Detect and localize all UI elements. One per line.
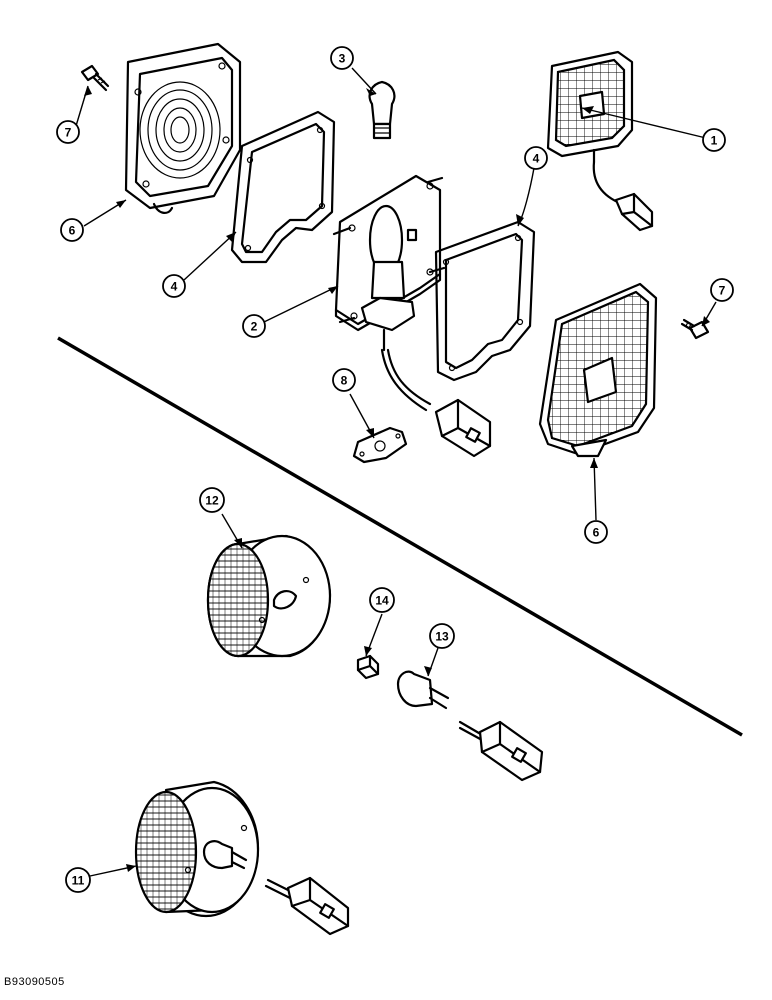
- callout-6-left-label: 6: [69, 224, 76, 238]
- callout-7-left: 7: [56, 120, 80, 144]
- callout-4-left-label: 4: [171, 280, 178, 294]
- connector-upper: [434, 398, 492, 458]
- callout-2: 2: [242, 314, 266, 338]
- callout-3: 3: [330, 46, 354, 70]
- callout-2-label: 2: [251, 320, 258, 334]
- socket: [396, 670, 450, 710]
- callout-1-label: 1: [711, 134, 718, 148]
- callout-12-label: 12: [205, 494, 219, 508]
- callout-8-label: 8: [341, 374, 348, 388]
- callout-4-right-label: 4: [533, 152, 540, 166]
- callout-13-label: 13: [435, 630, 449, 644]
- connector-middle: [458, 720, 544, 782]
- gasket-left: [230, 110, 336, 264]
- callout-14: 14: [369, 587, 395, 613]
- callout-6-right: 6: [584, 520, 608, 544]
- leader-arrowheads: [84, 86, 710, 872]
- screw-upper-left: [80, 64, 110, 92]
- callout-8: 8: [332, 368, 356, 392]
- callout-12: 12: [199, 487, 225, 513]
- round-lamp-upper: [206, 534, 332, 658]
- lamp-assembly-complete: [546, 50, 654, 232]
- lens-right: [538, 282, 658, 458]
- base-plate: [332, 174, 446, 412]
- lamp-housing-upper-left: [124, 42, 242, 214]
- callout-7-right: 7: [710, 278, 734, 302]
- callout-6-left: 6: [60, 218, 84, 242]
- callout-14-label: 14: [375, 594, 389, 608]
- callout-13: 13: [429, 623, 455, 649]
- screw-right: [680, 318, 710, 340]
- callout-4-left: 4: [162, 274, 186, 298]
- connector-lower: [264, 876, 350, 936]
- callout-11-label: 11: [72, 874, 85, 888]
- bulb: [368, 80, 396, 140]
- clip: [356, 654, 380, 680]
- section-divider-line: [57, 336, 743, 737]
- callout-7-left-label: 7: [65, 126, 72, 140]
- callout-11: 11: [65, 867, 91, 893]
- gasket-right: [434, 220, 536, 382]
- callout-6-right-label: 6: [593, 526, 600, 540]
- drawing-id: B93090505: [4, 976, 65, 988]
- callout-3-label: 3: [339, 52, 346, 66]
- small-gasket: [352, 426, 408, 464]
- callout-7-right-label: 7: [719, 284, 726, 298]
- round-lamp-lower: [134, 780, 260, 918]
- callout-1: 1: [702, 128, 726, 152]
- callout-4-right: 4: [524, 146, 548, 170]
